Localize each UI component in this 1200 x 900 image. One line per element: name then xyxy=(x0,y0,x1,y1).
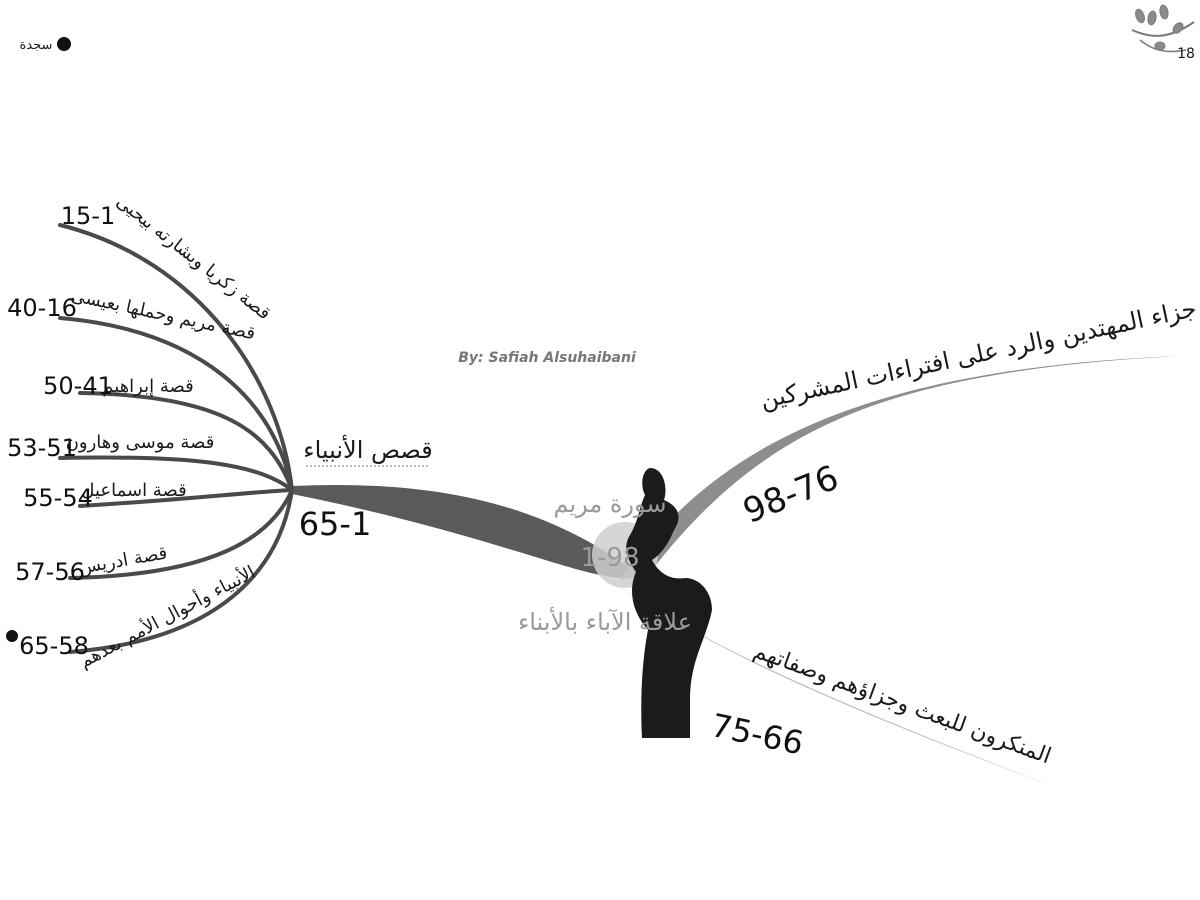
branch-reward xyxy=(620,356,1180,580)
story-curve-3 xyxy=(78,391,294,492)
story-range-4: 53-51 xyxy=(7,434,77,462)
center-count: 1-98 xyxy=(580,543,639,573)
reward-range: 98-76 xyxy=(738,458,845,532)
story-range-3: 50-41 xyxy=(43,372,113,400)
story-label-5: قصة اسماعيل xyxy=(81,480,186,501)
prophets-title: قصص الأنبياء xyxy=(303,435,432,464)
sajda-label: سجدة xyxy=(20,38,53,53)
story-label-4: قصة موسى وهارون xyxy=(66,432,215,453)
center-title: سورة مريم xyxy=(553,490,666,518)
story-curve-6 xyxy=(68,488,294,580)
sajda-marker-dot xyxy=(6,630,18,642)
branch-ornament-icon xyxy=(1131,4,1195,53)
story-range-5: 55-54 xyxy=(23,484,93,512)
story-curves xyxy=(58,223,294,654)
story-curve-4 xyxy=(58,455,294,492)
branch-prophets-body xyxy=(292,485,640,578)
story-range-1: 15-1 xyxy=(61,202,115,230)
story-label-3: قصة إبراهيم xyxy=(102,376,193,397)
story-curve-7 xyxy=(68,488,294,654)
prophets-range: 65-1 xyxy=(299,505,372,543)
page-number: 18 xyxy=(1177,46,1195,62)
story-curve-5 xyxy=(78,488,294,508)
story-range-7: 65-58 xyxy=(19,632,89,660)
story-range-6: 57-56 xyxy=(15,558,85,586)
author-credit: By: Safiah Alsuhaibani xyxy=(458,350,636,366)
deniers-range: 75-66 xyxy=(708,706,807,763)
center-theme: علاقة الآباء بالأبناء xyxy=(518,607,692,636)
story-curve-2 xyxy=(58,316,294,492)
story-curve-1 xyxy=(58,223,294,492)
parent-child-silhouette xyxy=(626,468,712,738)
sajda-legend-dot xyxy=(57,37,71,51)
story-range-2: 40-16 xyxy=(7,294,77,322)
reward-title: جزاء المهتدين والرد على افتراءات المشركي… xyxy=(758,294,1199,414)
